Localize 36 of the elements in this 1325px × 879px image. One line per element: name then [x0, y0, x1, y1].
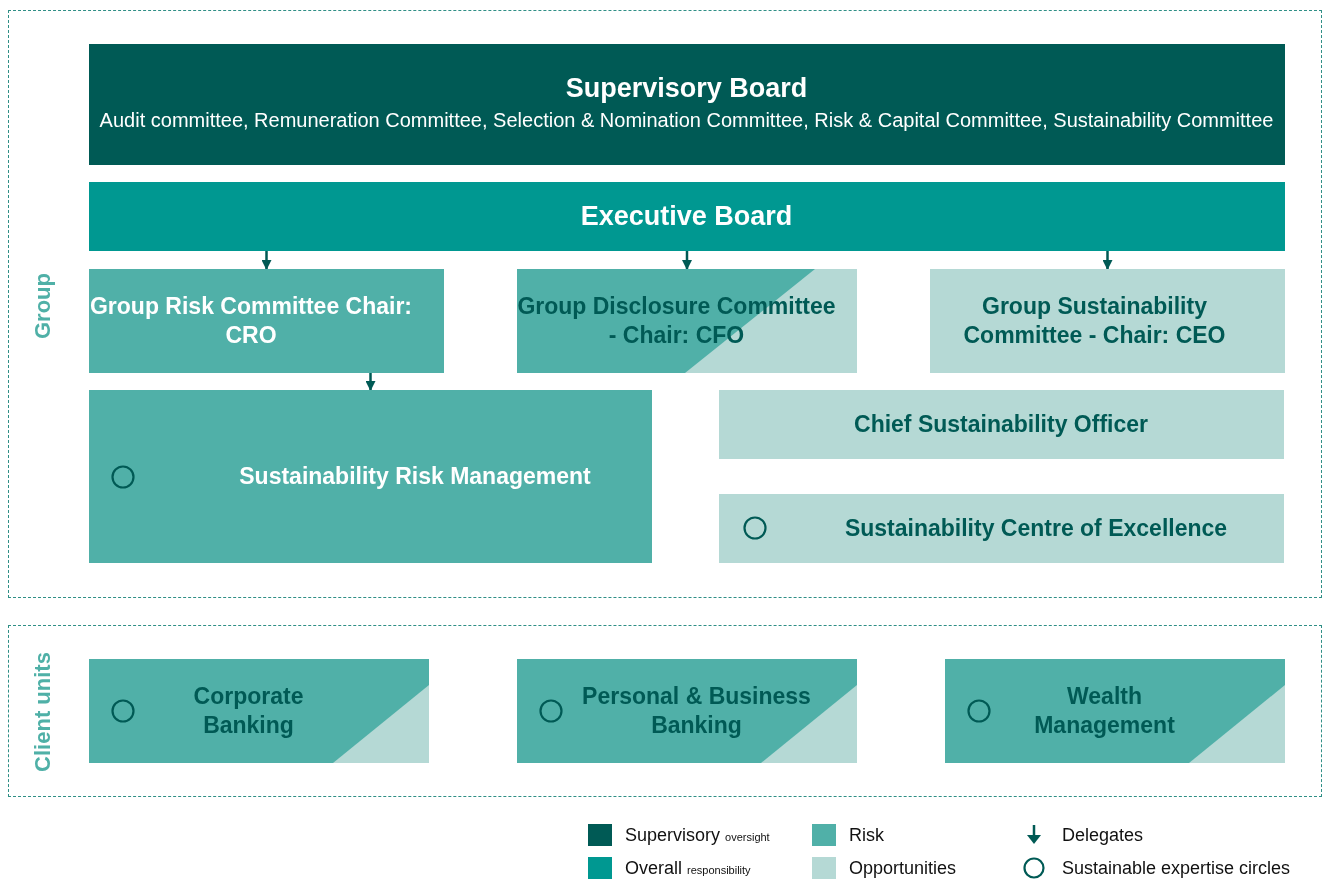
arrow: [1102, 251, 1113, 270]
box-title: Supervisory Board: [565, 74, 808, 103]
org-box: [929, 268, 1285, 373]
legend-label: Overall responsibility: [625, 857, 751, 879]
arrow: [261, 251, 272, 270]
legend-label: Sustainable expertise circles: [1062, 857, 1291, 879]
arrow: [365, 373, 376, 391]
legend-label: Opportunities: [849, 857, 957, 879]
box-title: Personal & Business Banking: [581, 681, 812, 740]
box-title: Sustainability Risk Management: [239, 461, 591, 491]
region-label: Client units: [29, 652, 56, 772]
box-title: Corporate Banking: [192, 681, 305, 740]
legend-label: Delegates: [1062, 824, 1144, 846]
org-box: [88, 389, 652, 563]
box-title: Chief Sustainability Officer: [854, 409, 1148, 439]
org-box: [516, 658, 857, 763]
box-title: Group Risk Committee Chair: CRO: [88, 291, 413, 350]
org-box: [88, 181, 1285, 251]
legend-label: Supervisory oversight: [625, 824, 770, 846]
region-label: Group: [30, 273, 56, 339]
box-title: Wealth Management: [1033, 681, 1176, 740]
dashed-region: [8, 625, 1322, 797]
org-box: [88, 658, 429, 763]
box-title: Sustainability Centre of Excellence: [844, 513, 1228, 543]
box-title: Executive Board: [580, 201, 793, 231]
org-box: [88, 268, 444, 373]
org-box: [718, 493, 1284, 563]
org-box: [944, 658, 1285, 763]
box-description: Audit committee, Remuneration Committee, Selection & Nomination Committee, Risk & Capital Committee, Sustainability Committee: [99, 108, 1274, 133]
org-box: [88, 43, 1285, 165]
arrow: [682, 251, 692, 270]
legend-label: Risk: [849, 824, 884, 846]
box-title: Group Sustainability Committee - Chair: CEO: [962, 291, 1227, 350]
org-box: [516, 268, 857, 373]
org-box: [718, 389, 1284, 459]
dashed-region: [8, 10, 1322, 598]
